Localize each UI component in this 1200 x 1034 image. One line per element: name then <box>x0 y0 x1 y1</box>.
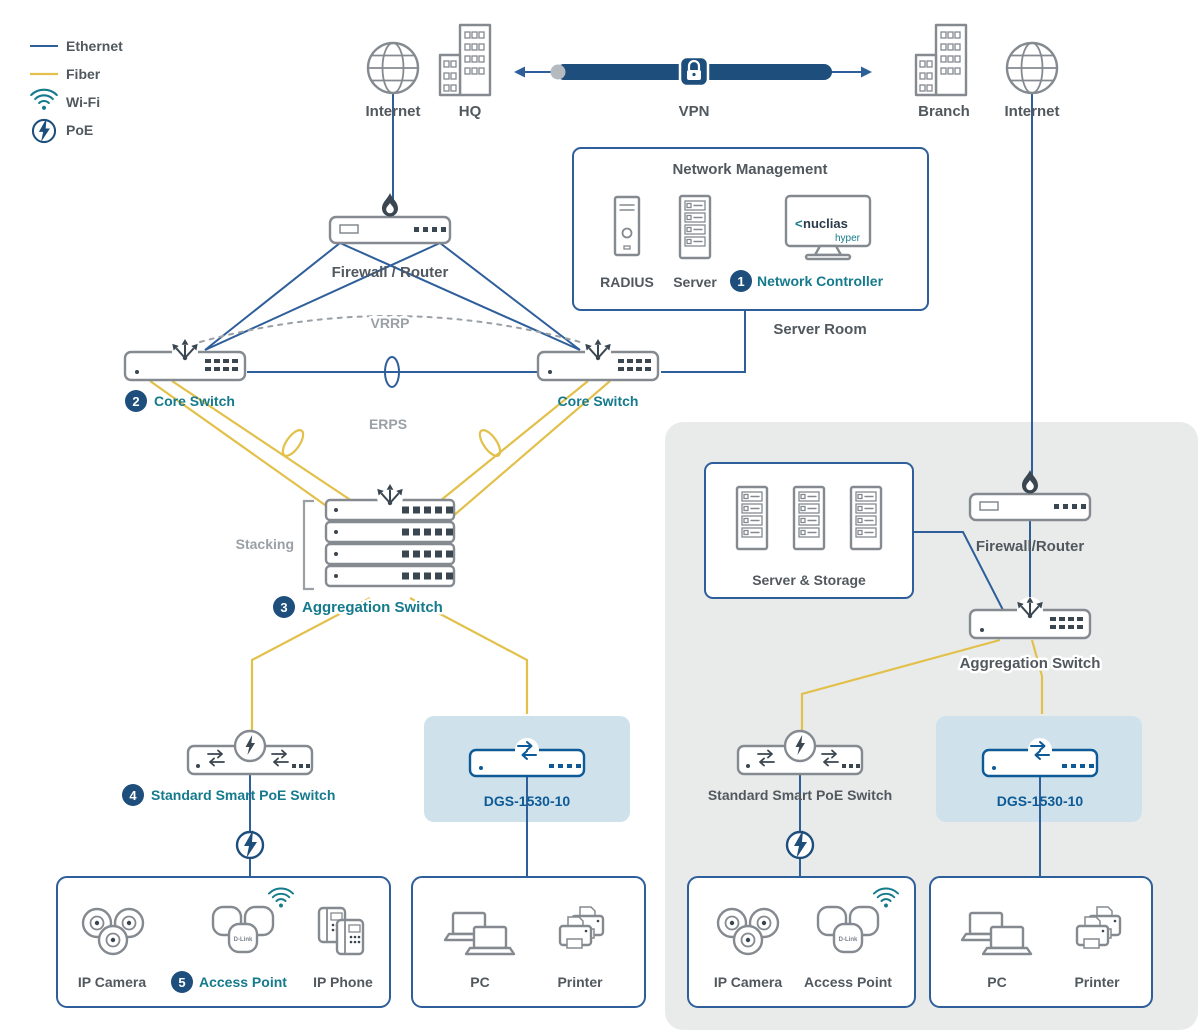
internet-right-label: Internet <box>1004 103 1059 120</box>
lag-ring-fiber-right <box>478 429 502 457</box>
branch-poe-switch-label: Standard Smart PoE Switch <box>708 787 892 803</box>
branch-pc-label: PC <box>987 974 1006 990</box>
vrrp-label: VRRP <box>371 315 410 331</box>
stacking-label: Stacking <box>236 536 294 552</box>
ap-brand-label: D-Link <box>839 937 858 943</box>
vpn-lock-icon <box>678 55 710 88</box>
hq-poe-switch-icon <box>186 729 314 776</box>
erps-label: ERPS <box>369 416 407 432</box>
branch-building-icon <box>914 23 968 97</box>
stacking-bracket <box>302 499 314 591</box>
hq-ip-camera-label: IP Camera <box>78 974 146 990</box>
hq-poe-switch-label: Standard Smart PoE Switch <box>151 787 335 803</box>
hq-firewall-icon <box>328 191 452 245</box>
server-room-label: Server Room <box>773 321 866 338</box>
network-management-box <box>572 147 929 311</box>
vpn-endpoint-dot <box>550 64 566 80</box>
server-label: Server <box>673 274 717 290</box>
legend-ethernet-label: Ethernet <box>66 38 123 54</box>
vpn-tunnel <box>514 55 872 88</box>
hq-dgs-label: DGS-1530-10 <box>484 793 571 809</box>
vrrp-link <box>199 315 581 343</box>
step-badge-1: 1 <box>730 270 752 292</box>
core-switch-right-label: Core Switch <box>558 393 639 409</box>
core-switch-right-icon <box>538 339 658 380</box>
internet-globe-right-icon <box>1005 41 1059 95</box>
branch-poe-link-icon <box>785 828 815 860</box>
branch-firewall-label: Firewall/Router <box>976 538 1085 555</box>
management-to-core-link <box>661 310 746 373</box>
nuclias-brand-prefix: < <box>795 216 803 231</box>
vpn-arrow-right <box>861 66 872 78</box>
branch-server-icon-1 <box>735 485 769 551</box>
step-badge-5: 5 <box>171 971 193 993</box>
lag-ring-fiber-left <box>281 429 305 457</box>
storage-to-aggregation-link <box>913 531 1004 611</box>
step-badge-3: 3 <box>273 596 295 618</box>
vpn-label: VPN <box>679 103 710 120</box>
internet-globe-left-icon <box>366 41 420 95</box>
svg-text:4: 4 <box>129 788 137 803</box>
svg-text:1: 1 <box>737 274 744 289</box>
network-controller-label: Network Controller <box>757 273 884 289</box>
legend-wifi-label: Wi-Fi <box>66 94 100 110</box>
hq-poe-link-icon <box>235 828 265 860</box>
branch-fiber-links <box>800 638 1044 734</box>
branch-dgs-label: DGS-1530-10 <box>997 793 1084 809</box>
server-storage-label: Server & Storage <box>752 572 866 588</box>
hq-aggregation-label: Aggregation Switch <box>302 599 443 616</box>
branch-server-icon-3 <box>849 485 883 551</box>
step-badge-2: 2 <box>125 390 147 412</box>
network-management-title: Network Management <box>672 161 827 178</box>
core-switch-left-label: Core Switch <box>154 393 235 409</box>
hq-access-point-label: Access Point <box>199 974 287 990</box>
wifi-icon <box>30 88 58 111</box>
branch-label: Branch <box>918 103 970 120</box>
hq-pc-printer-box <box>411 876 646 1008</box>
radius-server-icon <box>613 195 641 257</box>
branch-ip-camera-label: IP Camera <box>714 974 782 990</box>
server-icon <box>678 194 712 260</box>
svg-text:3: 3 <box>280 600 287 615</box>
branch-aggregation-label: Aggregation Switch <box>960 655 1101 672</box>
nuclias-brand-label: nuclias <box>803 216 848 231</box>
hq-ip-phone-label: IP Phone <box>313 974 373 990</box>
hq-building-icon <box>438 23 492 97</box>
legend: Ethernet Fiber Wi-Fi PoE <box>30 38 123 144</box>
lag-ring-core-link <box>384 356 400 388</box>
branch-server-icon-2 <box>792 485 826 551</box>
radius-label: RADIUS <box>600 274 654 290</box>
ap-brand-label: D-Link <box>234 937 253 943</box>
branch-access-point-label: Access Point <box>804 974 892 990</box>
svg-text:2: 2 <box>132 394 139 409</box>
vpn-arrow-left <box>514 66 525 78</box>
hq-fiber-links <box>149 380 611 734</box>
hq-firewall-label: Firewall / Router <box>332 264 449 281</box>
hq-label: HQ <box>459 103 482 120</box>
hq-printer-label: Printer <box>557 974 603 990</box>
step-badge-4: 4 <box>122 784 144 806</box>
network-controller-monitor-icon: < nuclias hyper <box>784 194 872 261</box>
poe-icon <box>31 117 57 144</box>
nuclias-hyper-label: hyper <box>835 233 861 244</box>
hq-ethernet-links <box>204 93 746 877</box>
hq-aggregation-switch-stack-icon <box>324 484 456 588</box>
svg-text:5: 5 <box>178 975 185 990</box>
legend-poe-label: PoE <box>66 122 93 138</box>
legend-fiber-label: Fiber <box>66 66 101 82</box>
branch-printer-label: Printer <box>1074 974 1120 990</box>
core-switch-left-icon <box>125 339 245 380</box>
branch-ethernet-links <box>799 93 1041 877</box>
hq-edge-devices-box <box>56 876 391 1008</box>
internet-left-label: Internet <box>365 103 420 120</box>
hq-pc-label: PC <box>470 974 489 990</box>
